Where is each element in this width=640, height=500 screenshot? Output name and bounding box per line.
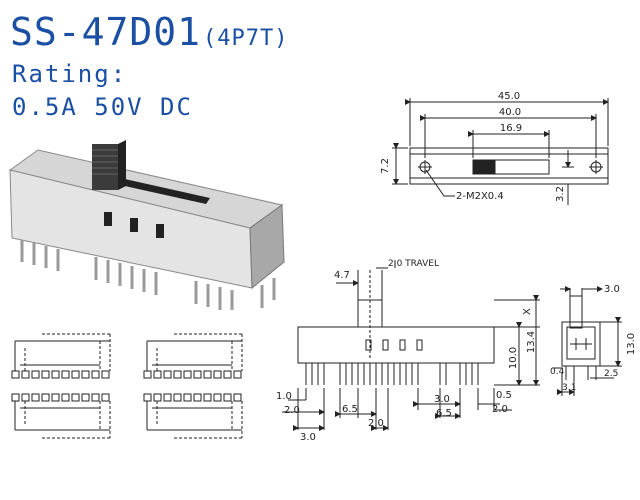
dim-6-5-left: 6.5 (342, 404, 358, 415)
mount-hole-note: 2-M2X0.4 (456, 191, 504, 202)
circuit-schematics (11, 333, 243, 439)
dim-side-3-0: 3.0 (604, 284, 620, 295)
dim-mount-pitch: 40.0 (499, 107, 521, 118)
schematic-1 (11, 333, 111, 379)
dim-side-0-4: 0.4 (550, 367, 565, 377)
dim-1-0: 1.0 (276, 391, 292, 402)
dim-slot: 16.9 (500, 123, 522, 134)
dim-side-13-0: 13.0 (626, 333, 637, 355)
schematic-3 (11, 393, 111, 439)
dim-x: X (522, 308, 533, 315)
dim-2-0-mid: 2.0 (368, 418, 384, 429)
model-number: SS-47D01 (10, 10, 202, 54)
dim-4-7: 4.7 (334, 270, 350, 281)
rating-label: Rating: (12, 60, 128, 88)
dim-0-5: 0.5 (496, 390, 512, 401)
dim-10-0: 10.0 (508, 347, 519, 369)
product-title: SS-47D01(4P7T) (10, 10, 289, 54)
rating-value: 0.5A 50V DC (12, 93, 193, 121)
top-view-drawing (392, 98, 609, 205)
schematic-4 (143, 393, 243, 439)
dim-2-0-left: 2.0 (284, 405, 300, 416)
pole-throw-config: (4P7T) (203, 26, 289, 51)
side-view-drawing (552, 286, 622, 396)
dim-13-4: 13.4 (526, 331, 537, 353)
dim-6-5-right: 6.5 (436, 408, 452, 419)
front-view-drawing (282, 260, 540, 431)
dim-3-0-left: 3.0 (300, 432, 316, 443)
dim-height: 7.2 (380, 158, 391, 174)
dim-3-0-right: 3.0 (434, 394, 450, 405)
travel-label: 2.0 TRAVEL (388, 259, 439, 269)
dim-side-3-1: 3.1 (562, 383, 576, 393)
dim-offset: 3.2 (555, 186, 566, 202)
dim-overall: 45.0 (498, 91, 520, 102)
switch-photo (8, 140, 285, 310)
schematic-2 (143, 333, 243, 379)
dim-side-2-5: 2.5 (604, 369, 618, 379)
dim-2-0-right: 2.0 (492, 404, 508, 415)
